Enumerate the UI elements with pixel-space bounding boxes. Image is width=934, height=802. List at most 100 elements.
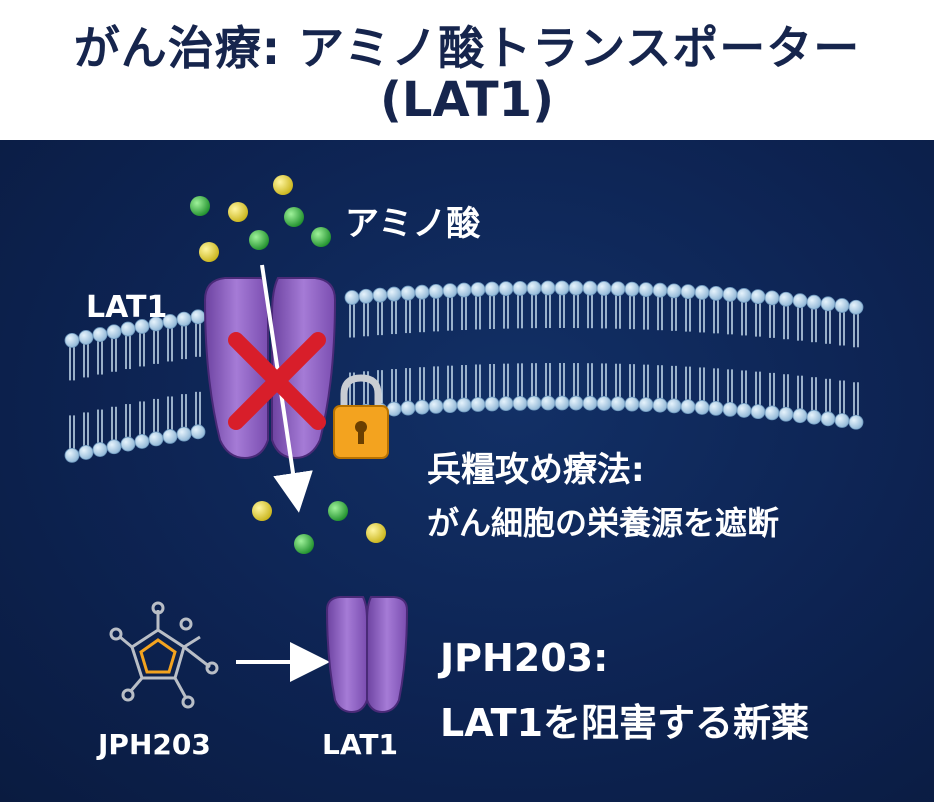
amino-acid-label: アミノ酸: [345, 204, 481, 244]
lipid-head: [372, 287, 388, 303]
lipid-head: [414, 284, 430, 300]
jph203-label: JPH203: [98, 728, 211, 761]
strategy-heading: 兵糧攻め療法:: [427, 450, 645, 490]
lipid-head: [750, 404, 766, 420]
lipid-head: [106, 324, 122, 340]
lipid-head: [680, 399, 696, 415]
padlock-icon: [333, 374, 389, 459]
lipid-head: [554, 395, 570, 411]
lipid-head: [148, 316, 164, 332]
drug-subtext: LAT1を阻害する新薬: [440, 701, 810, 745]
lipid-head: [610, 281, 626, 297]
amino-acid-yellow: [366, 523, 386, 543]
amino-acids-top: [190, 175, 331, 262]
lipid-head: [498, 396, 514, 412]
lipid-head: [134, 319, 150, 334]
lipid-head: [484, 396, 500, 412]
lipid-head: [554, 280, 570, 296]
lat1-label-bottom: LAT1: [322, 728, 398, 761]
lipid-head: [596, 281, 612, 296]
lipid-head: [148, 431, 164, 447]
lipid-head: [92, 442, 108, 457]
lipid-head: [498, 281, 514, 297]
lipid-head: [78, 445, 94, 460]
lipid-head: [428, 283, 444, 299]
lipid-head: [120, 436, 136, 452]
diagram-panel: アミノ酸 LAT1 兵糧攻め療法: がん細胞の栄養源を遮断 JPH203: LA…: [0, 140, 934, 802]
lipid-head: [120, 321, 136, 337]
lipid-head: [568, 395, 584, 411]
lipid-head: [750, 289, 766, 305]
lipid-head: [708, 285, 724, 301]
amino-acids-bottom: [252, 501, 386, 554]
lipid-head: [512, 395, 528, 411]
lipid-head: [64, 332, 80, 348]
lipid-head: [526, 395, 542, 411]
lat1-transporter-small: [325, 596, 409, 714]
lipid-head: [680, 284, 696, 300]
lipid-head: [764, 290, 780, 306]
lipid-head: [708, 400, 724, 416]
header: がん治療: アミノ酸トランスポーター (LAT1): [0, 0, 934, 140]
cell-membrane: [64, 280, 864, 463]
lipid-head: [358, 288, 374, 304]
lipid-head: [470, 282, 486, 297]
lipid-head: [792, 408, 808, 424]
lipid-head: [568, 280, 584, 296]
amino-acid-green: [294, 534, 314, 554]
lipid-head: [806, 409, 822, 425]
lipid-head: [442, 283, 458, 299]
lipid-head: [456, 282, 472, 298]
amino-acid-green: [328, 501, 348, 521]
lipid-head: [456, 397, 472, 413]
lipid-head: [624, 396, 640, 412]
lipid-head: [386, 401, 402, 417]
lipid-head: [176, 311, 192, 327]
amino-acid-green: [284, 207, 304, 227]
lipid-head: [526, 280, 542, 296]
lipid-head: [778, 291, 794, 307]
lipid-head: [764, 405, 780, 421]
lipid-head: [582, 395, 598, 411]
lipid-head: [582, 280, 598, 296]
diagram-canvas: [64, 175, 864, 714]
lipid-head: [638, 282, 654, 298]
page-title: がん治療: アミノ酸トランスポーター: [73, 21, 861, 75]
amino-acid-yellow: [252, 501, 272, 521]
lipid-head: [820, 411, 836, 427]
lipid-head: [638, 397, 654, 413]
lipid-head: [386, 286, 402, 302]
lipid-head: [624, 281, 640, 297]
lipid-head: [484, 281, 500, 297]
lipid-head: [722, 286, 738, 302]
lipid-head: [806, 294, 822, 310]
lipid-head: [792, 293, 808, 309]
lipid-head: [848, 414, 864, 430]
lipid-head: [344, 290, 360, 305]
lipid-head: [652, 397, 668, 413]
lipid-head: [540, 280, 556, 296]
lipid-head: [736, 403, 752, 418]
lipid-head: [666, 283, 682, 299]
lipid-head: [64, 447, 80, 463]
lipid-head: [596, 396, 612, 411]
lipid-head: [652, 282, 668, 298]
amino-acid-yellow: [273, 175, 293, 195]
amino-acid-yellow: [199, 242, 219, 262]
lipid-head: [736, 288, 752, 303]
amino-acid-yellow: [228, 202, 248, 222]
page-subtitle: (LAT1): [379, 72, 555, 128]
strategy-subtext: がん細胞の栄養源を遮断: [427, 504, 780, 542]
lipid-head: [190, 309, 206, 325]
lipid-head: [400, 285, 416, 301]
amino-acid-green: [190, 196, 210, 216]
lipid-head: [106, 439, 122, 455]
lipid-head: [134, 434, 150, 449]
lipid-head: [722, 401, 738, 417]
lipid-head: [694, 400, 710, 415]
lipid-head: [176, 426, 192, 442]
drug-heading: JPH203:: [440, 636, 609, 680]
amino-acid-green: [311, 227, 331, 247]
lipid-head: [540, 395, 556, 411]
lipid-head: [610, 396, 626, 412]
